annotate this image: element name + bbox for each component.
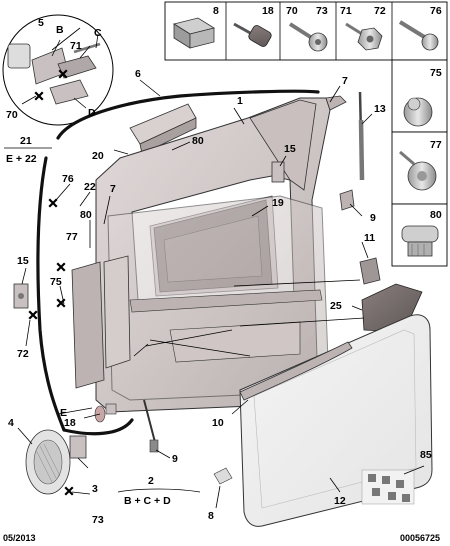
formula-2-top: 2 xyxy=(148,475,154,487)
hinge-15-right xyxy=(271,161,285,183)
clip-part-80 xyxy=(401,225,439,257)
moulding-strip-10 xyxy=(239,341,353,401)
label-73-box: 73 xyxy=(316,5,328,17)
label-7-left: 7 xyxy=(110,183,116,195)
label-80-top: 80 xyxy=(192,135,204,147)
label-D: D xyxy=(88,107,96,119)
label-8-lower: 8 xyxy=(208,510,214,522)
label-4: 4 xyxy=(8,417,14,429)
pad-part-8-lower xyxy=(213,467,233,485)
label-12: 12 xyxy=(334,495,346,507)
label-70-box: 70 xyxy=(286,5,298,17)
clip-kit-85 xyxy=(361,469,415,505)
label-77-left: 77 xyxy=(66,231,78,243)
label-18-lower: 18 xyxy=(64,417,76,429)
label-80-box: 80 xyxy=(430,209,442,221)
screw-part-76 xyxy=(398,20,439,51)
label-75-box: 75 xyxy=(430,67,442,79)
plug-part-8 xyxy=(172,17,216,49)
label-22: 22 xyxy=(84,181,96,193)
cap-part-18 xyxy=(233,22,272,47)
label-72-box: 72 xyxy=(374,5,386,17)
label-1: 1 xyxy=(237,95,243,107)
cross-markers-detail xyxy=(34,69,68,101)
label-71-detail: 71 xyxy=(70,40,82,52)
rod-part-9-lower xyxy=(143,399,159,453)
detail-circle-latch xyxy=(2,14,114,126)
label-18-box: 18 xyxy=(262,5,274,17)
label-19: 19 xyxy=(272,197,284,209)
label-25: 25 xyxy=(330,300,342,312)
clip-part-75 xyxy=(403,97,433,127)
label-75-left: 75 xyxy=(50,276,62,288)
fastener-table-top: 8 18 70 73 71 72 76 xyxy=(164,1,448,61)
label-15-left: 15 xyxy=(17,255,29,267)
formula-21: 21 E + 22 xyxy=(4,135,52,165)
label-6: 6 xyxy=(135,68,141,80)
bracket-9-right xyxy=(339,189,355,211)
label-76-left: 76 xyxy=(62,173,74,185)
label-73-lower: 73 xyxy=(92,514,104,526)
formula-21-bottom: E + 22 xyxy=(6,153,37,165)
label-76-box: 76 xyxy=(430,5,442,17)
label-71-box: 71 xyxy=(340,5,352,17)
label-77-box: 77 xyxy=(430,139,442,151)
label-85: 85 xyxy=(420,449,432,461)
label-B: B xyxy=(56,24,64,36)
fastener-table-right: 75 77 80 xyxy=(391,59,448,267)
gas-strut-13 xyxy=(358,91,365,181)
footer-reference: 00056725 xyxy=(400,533,440,543)
label-20: 20 xyxy=(92,150,104,162)
label-11: 11 xyxy=(364,232,375,244)
nut-part-71-72 xyxy=(345,22,383,51)
label-5: 5 xyxy=(38,17,44,29)
leader-lines xyxy=(17,27,425,509)
latch-part-11 xyxy=(359,257,381,285)
side-trim-left xyxy=(71,255,131,389)
label-C: C xyxy=(94,27,102,39)
formula-2-bottom: B + C + D xyxy=(124,495,171,507)
label-9-lower: 9 xyxy=(172,453,178,465)
upper-trim-part-20 xyxy=(129,103,197,155)
lock-cylinder-detail xyxy=(25,429,87,495)
door-seal-6 xyxy=(36,89,320,436)
label-80-left: 80 xyxy=(80,209,92,221)
label-72-left: 72 xyxy=(17,348,29,360)
label-7-top: 7 xyxy=(342,75,348,87)
screw-part-77 xyxy=(399,150,437,191)
screw-part-70-73 xyxy=(288,22,328,52)
label-13: 13 xyxy=(374,103,386,115)
label-8-box: 8 xyxy=(213,5,219,17)
label-15-right: 15 xyxy=(284,143,296,155)
label-3: 3 xyxy=(92,483,98,495)
footer-date: 05/2013 xyxy=(3,533,36,543)
part-labels: 1 6 7 13 20 80 15 19 9 11 25 10 9 12 85 … xyxy=(6,17,432,526)
label-10: 10 xyxy=(212,417,224,429)
formula-21-top: 21 xyxy=(20,135,32,147)
formula-2: 2 B + C + D xyxy=(117,475,201,507)
label-E: E xyxy=(60,407,67,419)
label-9-right: 9 xyxy=(370,212,376,224)
hinge-15-left xyxy=(13,283,29,309)
door-outer-skin xyxy=(107,195,329,401)
label-70-detail: 70 xyxy=(6,109,18,121)
